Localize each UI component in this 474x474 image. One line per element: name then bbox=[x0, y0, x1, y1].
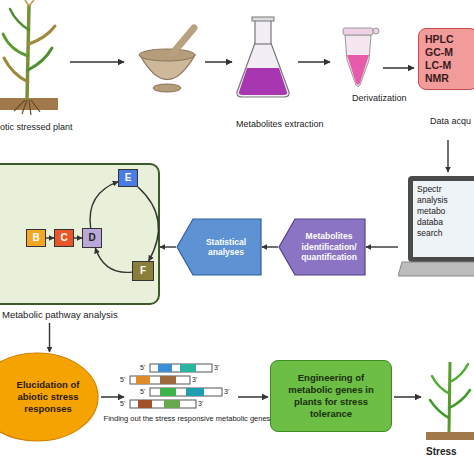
flow-connector bbox=[447, 140, 448, 172]
dna-strand bbox=[130, 376, 190, 384]
soil bbox=[426, 432, 474, 440]
flask-liquid bbox=[239, 68, 287, 95]
plant-leaf bbox=[3, 34, 28, 56]
plant-leaf bbox=[432, 376, 450, 394]
strand-end: 3' bbox=[224, 387, 229, 397]
flask-lip bbox=[252, 17, 274, 21]
tube-liquid bbox=[347, 55, 369, 85]
plant-leaf bbox=[28, 48, 52, 70]
dna-strand bbox=[150, 388, 222, 396]
flow-arrow bbox=[298, 61, 330, 63]
step-label: Derivatization bbox=[352, 93, 407, 104]
step-label: Finding out the stress responsive metabo… bbox=[88, 414, 286, 424]
laptop-frame bbox=[408, 176, 474, 262]
strand-end: 3' bbox=[192, 375, 197, 385]
metabolite-letter: E bbox=[119, 170, 137, 186]
process-ellipse: Elucidation of abiotic stress responses bbox=[0, 352, 99, 442]
flow-arrow bbox=[383, 67, 414, 69]
gene-segment bbox=[138, 400, 152, 408]
laptop-screen: Spectr analysis metabo databa search bbox=[398, 172, 474, 290]
process-box: Engineering of metabolic genes in plants… bbox=[270, 360, 392, 432]
gene-segment bbox=[136, 376, 150, 384]
gene-segment bbox=[186, 388, 204, 396]
tube-body bbox=[345, 35, 371, 87]
step-text: Engineering of metabolic genes in plants… bbox=[271, 361, 391, 431]
step-label: Data acqu bbox=[430, 116, 471, 127]
gene-segment bbox=[160, 376, 176, 384]
step-text: Statistical analyses bbox=[192, 218, 260, 276]
step-label: otic stressed plant bbox=[0, 122, 73, 133]
flow-arrow bbox=[205, 61, 232, 63]
mortar-base bbox=[153, 84, 181, 92]
plant-tassel bbox=[25, 0, 34, 6]
dna-strand bbox=[150, 364, 212, 372]
pestle bbox=[172, 28, 194, 54]
laptop-base bbox=[398, 262, 474, 276]
strand-end: 5' bbox=[120, 375, 125, 385]
metabolite-letter: D bbox=[83, 229, 101, 247]
metabolite-box: F bbox=[132, 261, 154, 281]
flow-connector bbox=[366, 246, 398, 247]
plant-leaf bbox=[29, 26, 55, 44]
panel-heading: Metabolic pathway analysis bbox=[2, 309, 118, 321]
result-label: Stress bbox=[426, 446, 457, 458]
plant-leaf bbox=[449, 390, 470, 408]
flow-arrow bbox=[238, 396, 268, 398]
gene-segment bbox=[164, 400, 180, 408]
instrument-name: HPLC GC-M LC-M NMR bbox=[425, 33, 465, 85]
instrument-box-fill: HPLC GC-M LC-M NMR bbox=[418, 28, 474, 90]
plant-leaf bbox=[430, 400, 449, 418]
metabolite-box: C bbox=[54, 229, 74, 247]
metabolite-box: B bbox=[26, 229, 46, 247]
flow-connector bbox=[262, 246, 278, 247]
dna-strand bbox=[130, 400, 196, 408]
flask-neck bbox=[255, 20, 271, 44]
gene-segment bbox=[180, 364, 196, 372]
pathway-panel: Metabolic pathway analysis BCD E F bbox=[0, 163, 160, 323]
metabolite-letter: C bbox=[55, 230, 73, 246]
flow-connector bbox=[49, 323, 50, 352]
plant-leaf bbox=[10, 9, 29, 30]
plant-stalk bbox=[449, 362, 450, 432]
metabolite-letter: F bbox=[133, 262, 153, 280]
arrow-outline bbox=[279, 219, 365, 275]
laptop-display bbox=[413, 181, 474, 257]
flow-arrow bbox=[394, 396, 421, 398]
gene-segment bbox=[158, 364, 172, 372]
tube-cap bbox=[343, 28, 373, 35]
strand-end: 3' bbox=[214, 363, 219, 373]
strand-end: 5' bbox=[140, 387, 145, 397]
flow-arrow bbox=[70, 61, 124, 63]
flow-arrow bbox=[101, 396, 124, 398]
tube-hinge bbox=[373, 28, 379, 34]
strand-end: 5' bbox=[120, 399, 125, 409]
strand-end: 5' bbox=[140, 363, 145, 373]
mortar-rim bbox=[139, 49, 195, 61]
instrument-box: HPLC GC-M LC-M NMR Data acqu bbox=[418, 28, 474, 140]
plant-stalk bbox=[27, 5, 29, 100]
flow-connector bbox=[160, 246, 176, 247]
step-text: Metabolites identification/ quantificati… bbox=[294, 218, 364, 276]
step-text: Elucidation of abiotic stress responses bbox=[3, 352, 93, 442]
process-arrow: Metabolites identification/ quantificati… bbox=[278, 218, 366, 276]
plant-leaf bbox=[4, 58, 28, 82]
roots bbox=[14, 100, 40, 115]
plant-leaf bbox=[450, 364, 468, 382]
metabolite-box: E bbox=[118, 169, 138, 187]
screen-text: Spectr analysis metabo databa search bbox=[417, 184, 457, 239]
metabolite-letter: B bbox=[27, 230, 45, 246]
strand-end: 3' bbox=[198, 399, 203, 409]
metabolite-box: D bbox=[82, 228, 102, 248]
flask-body bbox=[237, 43, 289, 97]
process-arrow: Statistical analyses bbox=[176, 218, 262, 276]
ellipse-outline bbox=[0, 353, 98, 441]
step-label: Metabolites extraction bbox=[236, 119, 324, 130]
arrow-outline bbox=[177, 219, 261, 275]
gene-segment bbox=[160, 388, 176, 396]
